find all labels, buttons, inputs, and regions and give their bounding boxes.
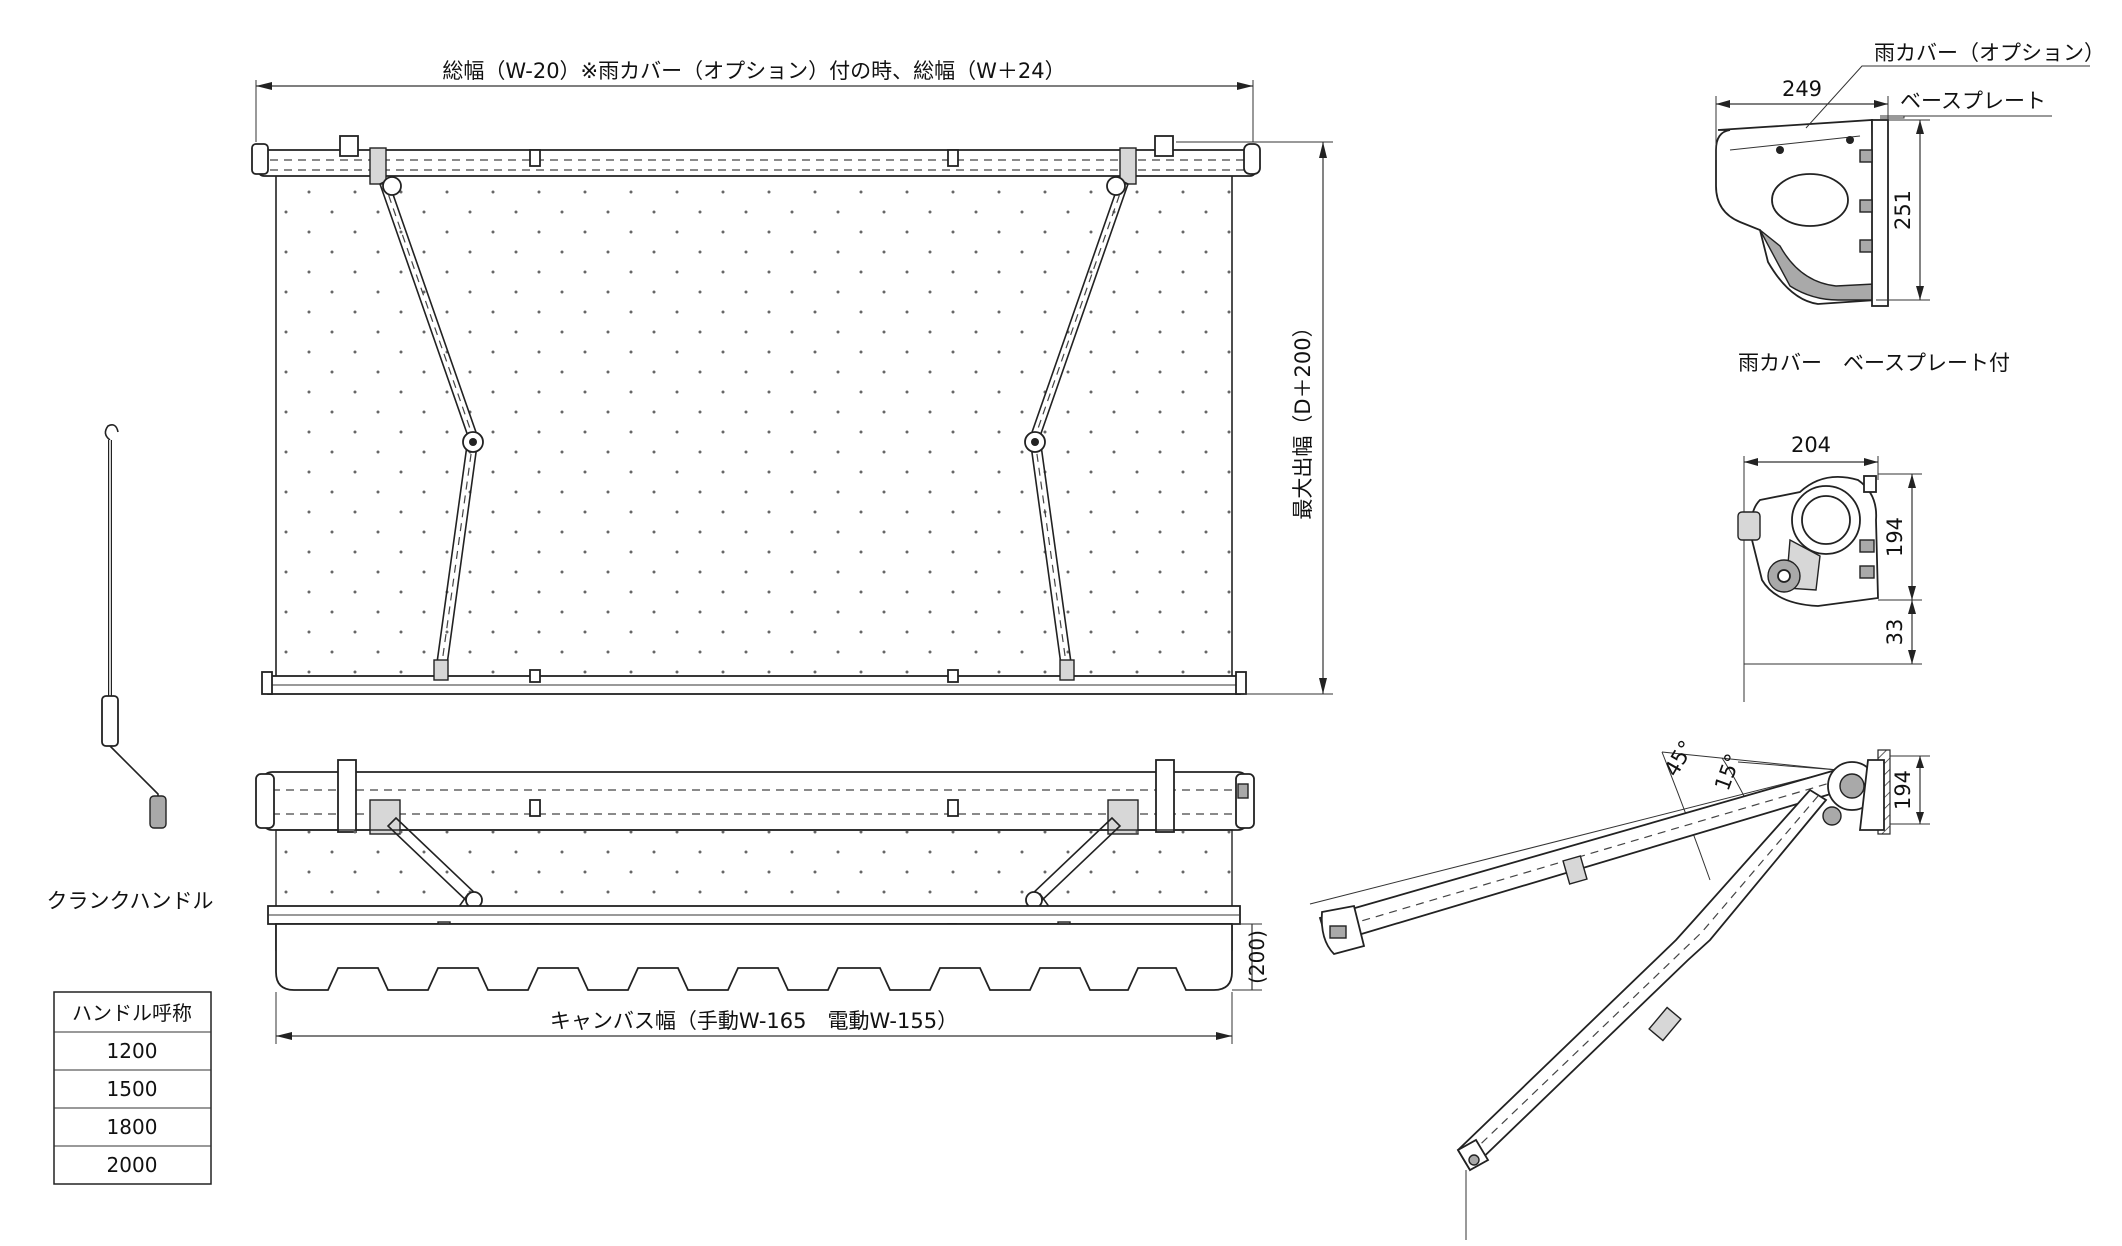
wall-height-label: 194 [1891,770,1915,810]
front-view: (200) キャンバス幅（手動W-165 電動W-155） [255,759,1269,1044]
bracket-offset-label: 33 [1883,619,1907,646]
handle-table-row: 1800 [107,1115,158,1139]
right-arm-top [1024,176,1129,681]
crank-handle-label: クランクハンドル [47,889,214,913]
handle-table: ハンドル呼称 1200 1500 1800 2000 [53,991,212,1185]
rain-cover-option-label: 雨カバー（オプション） [1874,41,2105,65]
bracket-height-label: 194 [1883,517,1907,557]
valance [275,923,1233,991]
overall-width-label: 総幅（W-20）※雨カバー（オプション）付の時、総幅（W＋24） [442,59,1065,83]
left-arm-top [379,176,484,681]
top-view: 総幅（W-20）※雨カバー（オプション）付の時、総幅（W＋24） [251,59,1333,695]
rain-cover-with-base-plate-label: 雨カバー ベースプレート付 [1738,351,2010,375]
canvas-width-label: キャンバス幅（手動W-165 電動W-155） [550,1009,958,1033]
handle-table-row: 2000 [107,1153,158,1177]
max-projection-label: 最大出幅（D＋200） [1291,316,1315,519]
rain-cover-width-label: 249 [1782,77,1822,101]
base-plate-label: ベースプレート [1900,89,2046,113]
front-head-box [261,771,1249,831]
canvas-area [275,159,1233,681]
head-box [257,149,1257,177]
rain-cover-height-label: 251 [1891,190,1915,230]
bracket-section: 204 194 33 [1737,433,1922,702]
handle-table-row: 1500 [107,1077,158,1101]
handle-table-row: 1200 [107,1039,158,1063]
rain-cover-section: 249 251 雨カバー（オプション） ベースプレート 雨カバー ベースプレート… [1715,41,2105,375]
angle-45-label: 45° [1660,736,1699,780]
valance-height-label: (200) [1245,930,1269,984]
handle-table-header: ハンドル呼称 [72,1001,192,1025]
crank-handle-drawing: クランクハンドル [47,424,214,913]
side-view: 194 45° 15° [1309,736,1930,1240]
bracket-width-label: 204 [1791,433,1831,457]
